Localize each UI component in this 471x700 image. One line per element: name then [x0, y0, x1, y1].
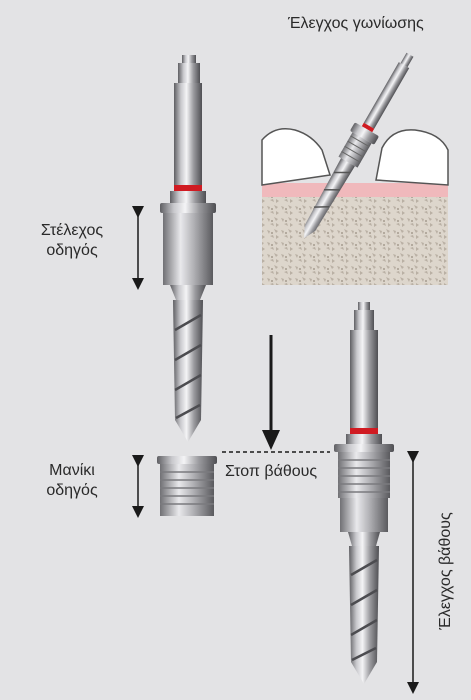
guide-shank	[163, 213, 213, 285]
depth-stop-drill	[334, 302, 394, 684]
bone-section	[262, 195, 448, 285]
gingiva-layer	[262, 183, 448, 197]
dimension-arrows	[132, 206, 419, 694]
angle-check-label: Έλεγχος γωνίωσης	[288, 15, 424, 32]
guide-shank-label-line1: Στέλεχος	[40, 222, 104, 239]
guide-shank-label: Στέλεχος οδηγός	[28, 221, 116, 261]
inset-marker-ring	[361, 122, 375, 133]
guide-drill	[160, 55, 216, 442]
depth-stop-collar	[334, 444, 394, 452]
inset-drill	[304, 52, 414, 239]
marker-ring	[174, 185, 202, 191]
angle-check-inset	[261, 52, 449, 285]
tooth-right	[375, 129, 449, 186]
marker-ring-right	[350, 428, 378, 434]
tooth-left	[261, 128, 331, 186]
guide-sleeve-label-line1: Μανίκι	[49, 462, 95, 479]
guide-sleeve-label-line2: οδηγός	[46, 482, 98, 499]
guide-shank-label-line2: οδηγός	[46, 242, 98, 259]
depth-check-label: Έλεγχος βάθους	[437, 512, 454, 630]
guide-sleeve-label: Μανίκι οδηγός	[28, 461, 116, 501]
guide-sleeve	[157, 456, 217, 516]
depth-stop-label: Στοπ βάθους	[225, 463, 318, 480]
